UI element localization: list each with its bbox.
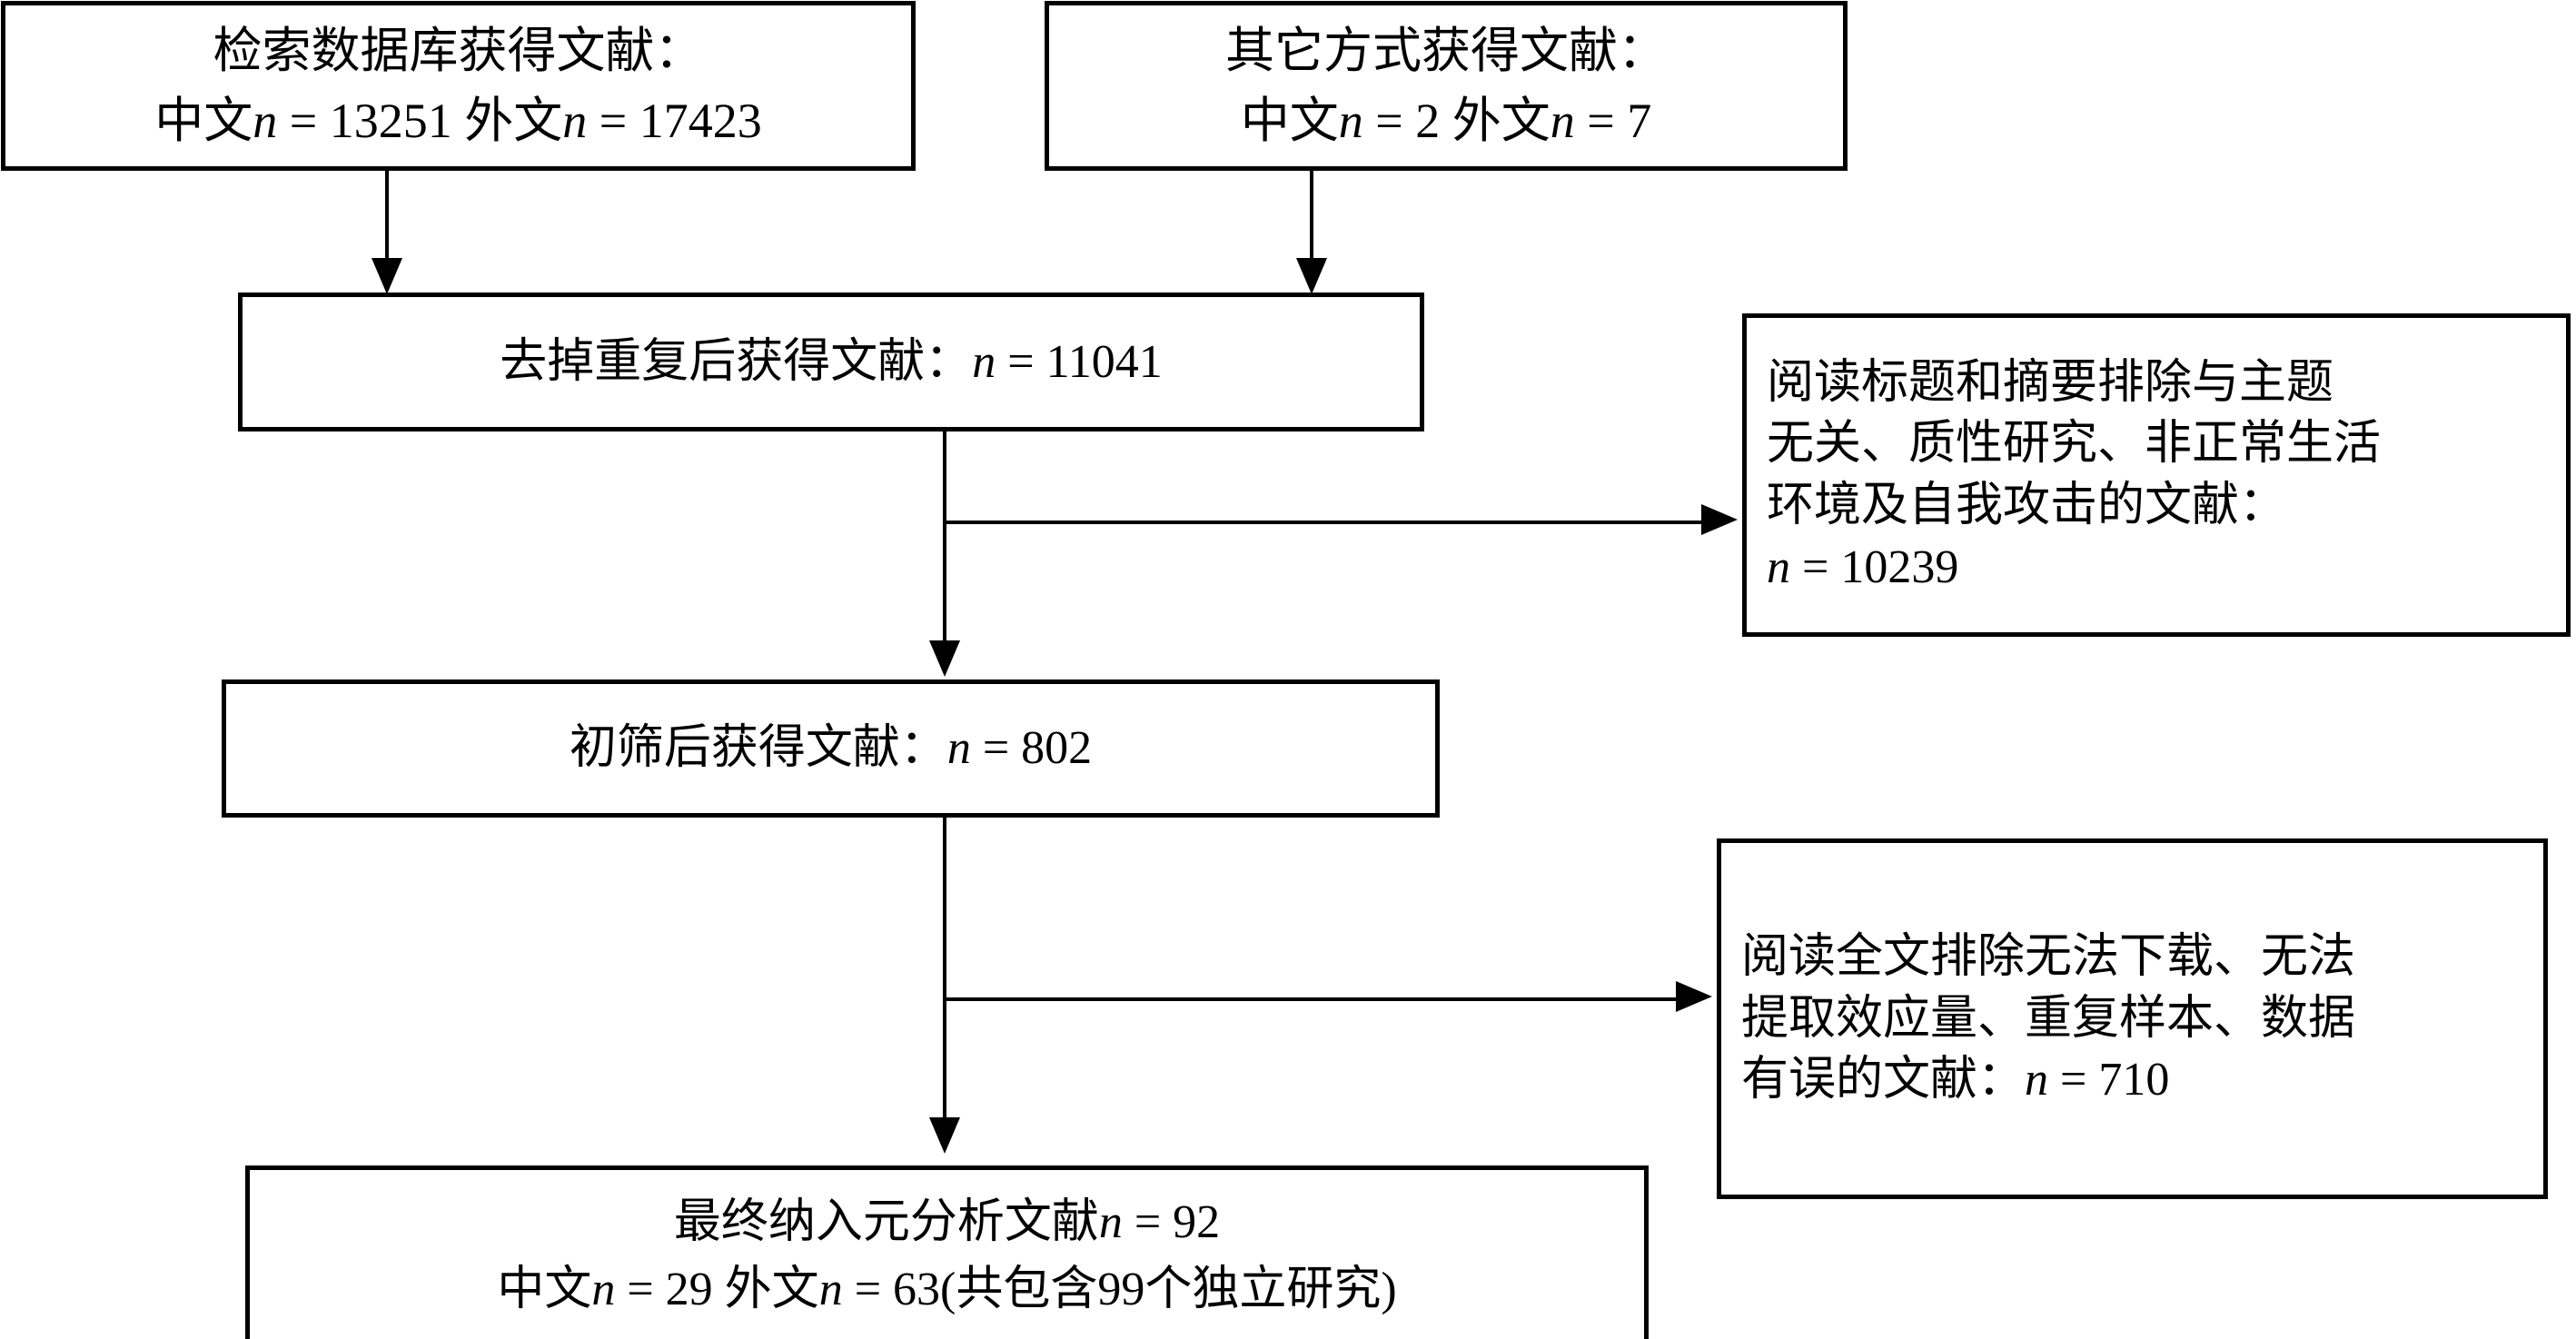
connector-other-sources-to-dedup <box>1310 171 1313 262</box>
after-screening-value: = 802 <box>970 722 1093 775</box>
connector-dedup-to-screening <box>943 431 946 640</box>
exclusion-fulltext-line1: 阅读全文排除无法下载、无法 <box>1741 931 2356 984</box>
exclusion-title-abstract-line1: 阅读标题和摘要排除与主题 <box>1767 356 2334 409</box>
final-included-line1: 最终纳入元分析文献n = 92 <box>250 1189 1644 1256</box>
after-screening-line: 初筛后获得文献：n = 802 <box>226 715 1435 782</box>
database-search-fl-label: 外文 <box>464 93 563 148</box>
final-included-n: n <box>1098 1196 1123 1249</box>
after-dedup-label: 去掉重复后获得文献： <box>500 335 973 388</box>
other-sources-line2: 中文n = 2 外文n = 7 <box>1049 86 1843 156</box>
final-included-cn-n: n <box>591 1264 616 1315</box>
box-database-search: 检索数据库获得文献： 中文n = 13251 外文n = 17423 <box>1 1 916 171</box>
exclusion-title-abstract-value: = 10239 <box>1790 541 1959 593</box>
exclusion-fulltext-line3: 有误的文献：n = 710 <box>1741 1049 2531 1111</box>
box-exclusion-fulltext: 阅读全文排除无法下载、无法 提取效应量、重复样本、数据 有误的文献：n = 71… <box>1717 838 2548 1199</box>
database-search-line1: 检索数据库获得文献： <box>213 23 704 78</box>
connector-screening-to-exclusion-fulltext <box>943 997 1680 1001</box>
connector-dedup-to-exclusion-title-abstract <box>943 521 1706 524</box>
exclusion-title-abstract-line2: 无关、质性研究、非正常生活 <box>1767 418 2382 471</box>
arrowhead-screening-to-exclusion-fulltext <box>1676 981 1712 1012</box>
arrowhead-screening-to-final <box>929 1117 960 1154</box>
final-included-label: 最终纳入元分析文献 <box>673 1196 1099 1249</box>
other-sources-cn-label: 中文 <box>1240 93 1339 148</box>
arrowhead-dedup-to-screening <box>929 640 960 677</box>
after-dedup-n: n <box>972 335 996 388</box>
box-after-screening: 初筛后获得文献：n = 802 <box>222 679 1440 818</box>
arrowhead-other-sources-to-dedup <box>1296 258 1327 294</box>
database-search-fl-n: n <box>562 93 588 148</box>
after-screening-n: n <box>946 722 971 775</box>
arrowhead-dedup-to-exclusion-title-abstract <box>1701 504 1738 535</box>
other-sources-fl-value: = 7 <box>1574 93 1652 148</box>
final-included-cn-value: = 29 <box>615 1264 725 1315</box>
database-search-cn-value: = 13251 <box>277 93 465 148</box>
exclusion-title-abstract-line3: 环境及自我攻击的文献： <box>1767 480 2287 531</box>
connector-database-search-to-dedup <box>385 171 389 262</box>
exclusion-title-abstract-n: n <box>1767 541 1790 593</box>
exclusion-fulltext-n: n <box>2025 1054 2049 1106</box>
final-included-value: = 92 <box>1122 1196 1221 1249</box>
other-sources-fl-label: 外文 <box>1451 93 1551 148</box>
other-sources-fl-n: n <box>1550 93 1575 148</box>
exclusion-fulltext-line2: 提取效应量、重复样本、数据 <box>1741 992 2356 1045</box>
other-sources-line1: 其它方式获得文献： <box>1225 23 1667 78</box>
exclusion-fulltext-value: = 710 <box>2048 1054 2170 1106</box>
box-final-included: 最终纳入元分析文献n = 92 中文n = 29 外文n = 63(共包含99个… <box>245 1165 1649 1339</box>
connector-screening-to-final <box>943 818 946 1117</box>
box-other-sources: 其它方式获得文献： 中文n = 2 外文n = 7 <box>1045 1 1848 171</box>
after-dedup-line: 去掉重复后获得文献：n = 11041 <box>243 329 1420 396</box>
final-included-cn-label: 中文 <box>497 1264 592 1315</box>
other-sources-cn-n: n <box>1338 93 1363 148</box>
after-dedup-value: = 11041 <box>996 335 1163 388</box>
exclusion-fulltext-label: 有误的文献： <box>1741 1054 2026 1106</box>
final-included-fl-label: 外文 <box>724 1264 819 1315</box>
other-sources-cn-value: = 2 <box>1362 93 1452 148</box>
final-included-fl-n: n <box>818 1264 843 1315</box>
final-included-fl-value: = 63(共包含99个独立研究) <box>842 1264 1397 1315</box>
after-screening-label: 初筛后获得文献： <box>569 722 947 775</box>
exclusion-title-abstract-line4: n = 10239 <box>1767 537 2553 599</box>
database-search-fl-value: = 17423 <box>587 93 762 148</box>
box-after-dedup: 去掉重复后获得文献：n = 11041 <box>238 293 1424 431</box>
final-included-line2: 中文n = 29 外文n = 63(共包含99个独立研究) <box>250 1256 1644 1324</box>
box-exclusion-title-abstract: 阅读标题和摘要排除与主题 无关、质性研究、非正常生活 环境及自我攻击的文献： n… <box>1742 313 2571 637</box>
database-search-line2: 中文n = 13251 外文n = 17423 <box>5 86 911 156</box>
arrowhead-database-search-to-dedup <box>372 258 402 294</box>
database-search-cn-n: n <box>253 93 278 148</box>
database-search-cn-label: 中文 <box>154 93 253 148</box>
